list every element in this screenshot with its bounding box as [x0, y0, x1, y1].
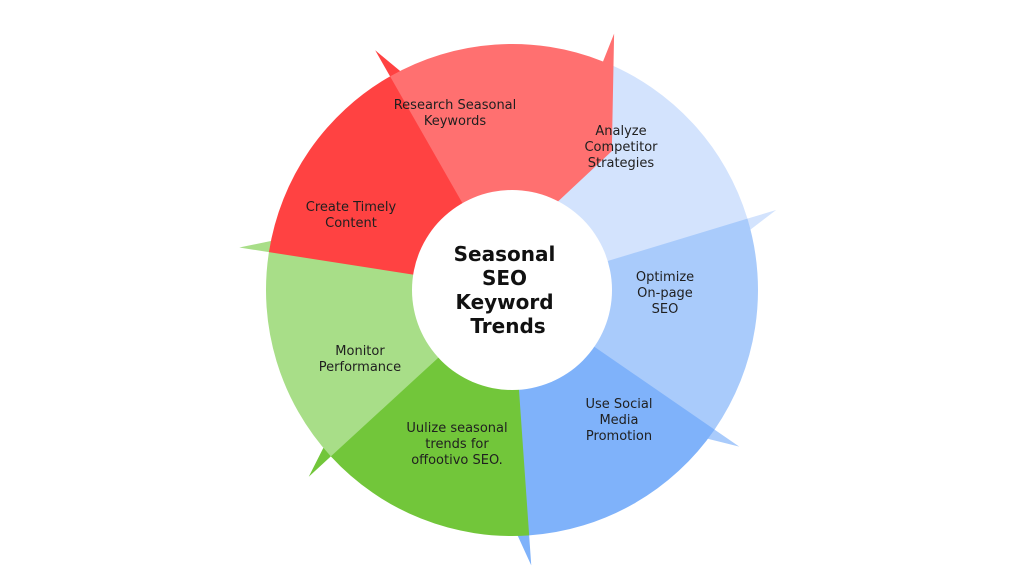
segment-label-line: Competitor	[584, 140, 658, 155]
segment-label-line: Create Timely	[306, 200, 397, 215]
segment-label-line: Use Social	[586, 397, 653, 412]
center-title-line: Seasonal	[454, 242, 556, 266]
segment-label-line: SEO	[652, 302, 679, 317]
segment-label-line: Monitor	[335, 344, 385, 359]
center-title-line: Keyword	[455, 290, 553, 314]
segment-label-line: Content	[325, 216, 377, 231]
segment-arrow-monitor-performance	[239, 223, 442, 457]
segment-label-line: Optimize	[636, 270, 694, 285]
center-title: Seasonal SEO Keyword Trends	[454, 242, 563, 338]
segment-label-line: Keywords	[424, 114, 487, 129]
segment-label-line: Media	[599, 413, 638, 428]
segment-label-line: On-page	[637, 286, 693, 301]
cycle-segments	[239, 33, 777, 566]
center-title-line: Trends	[470, 314, 545, 338]
segment-label-line: Strategies	[588, 156, 655, 171]
segment-arrow-research-seasonal-keywords	[390, 33, 615, 218]
center-hub	[412, 190, 612, 390]
segment-label-line: offootivo SEO.	[411, 453, 503, 468]
center-title-line: SEO	[482, 266, 527, 290]
segment-label-line: Uulize seasonal	[406, 421, 507, 436]
segment-arrow-use-social-media-promotion	[482, 344, 715, 566]
segment-label-line: Analyze	[595, 124, 646, 139]
segment-label-line: Performance	[319, 360, 401, 375]
segment-label-line: Promotion	[586, 429, 652, 444]
segment-label-line: Research Seasonal	[394, 98, 517, 113]
segment-label-line: trends for	[425, 437, 489, 452]
